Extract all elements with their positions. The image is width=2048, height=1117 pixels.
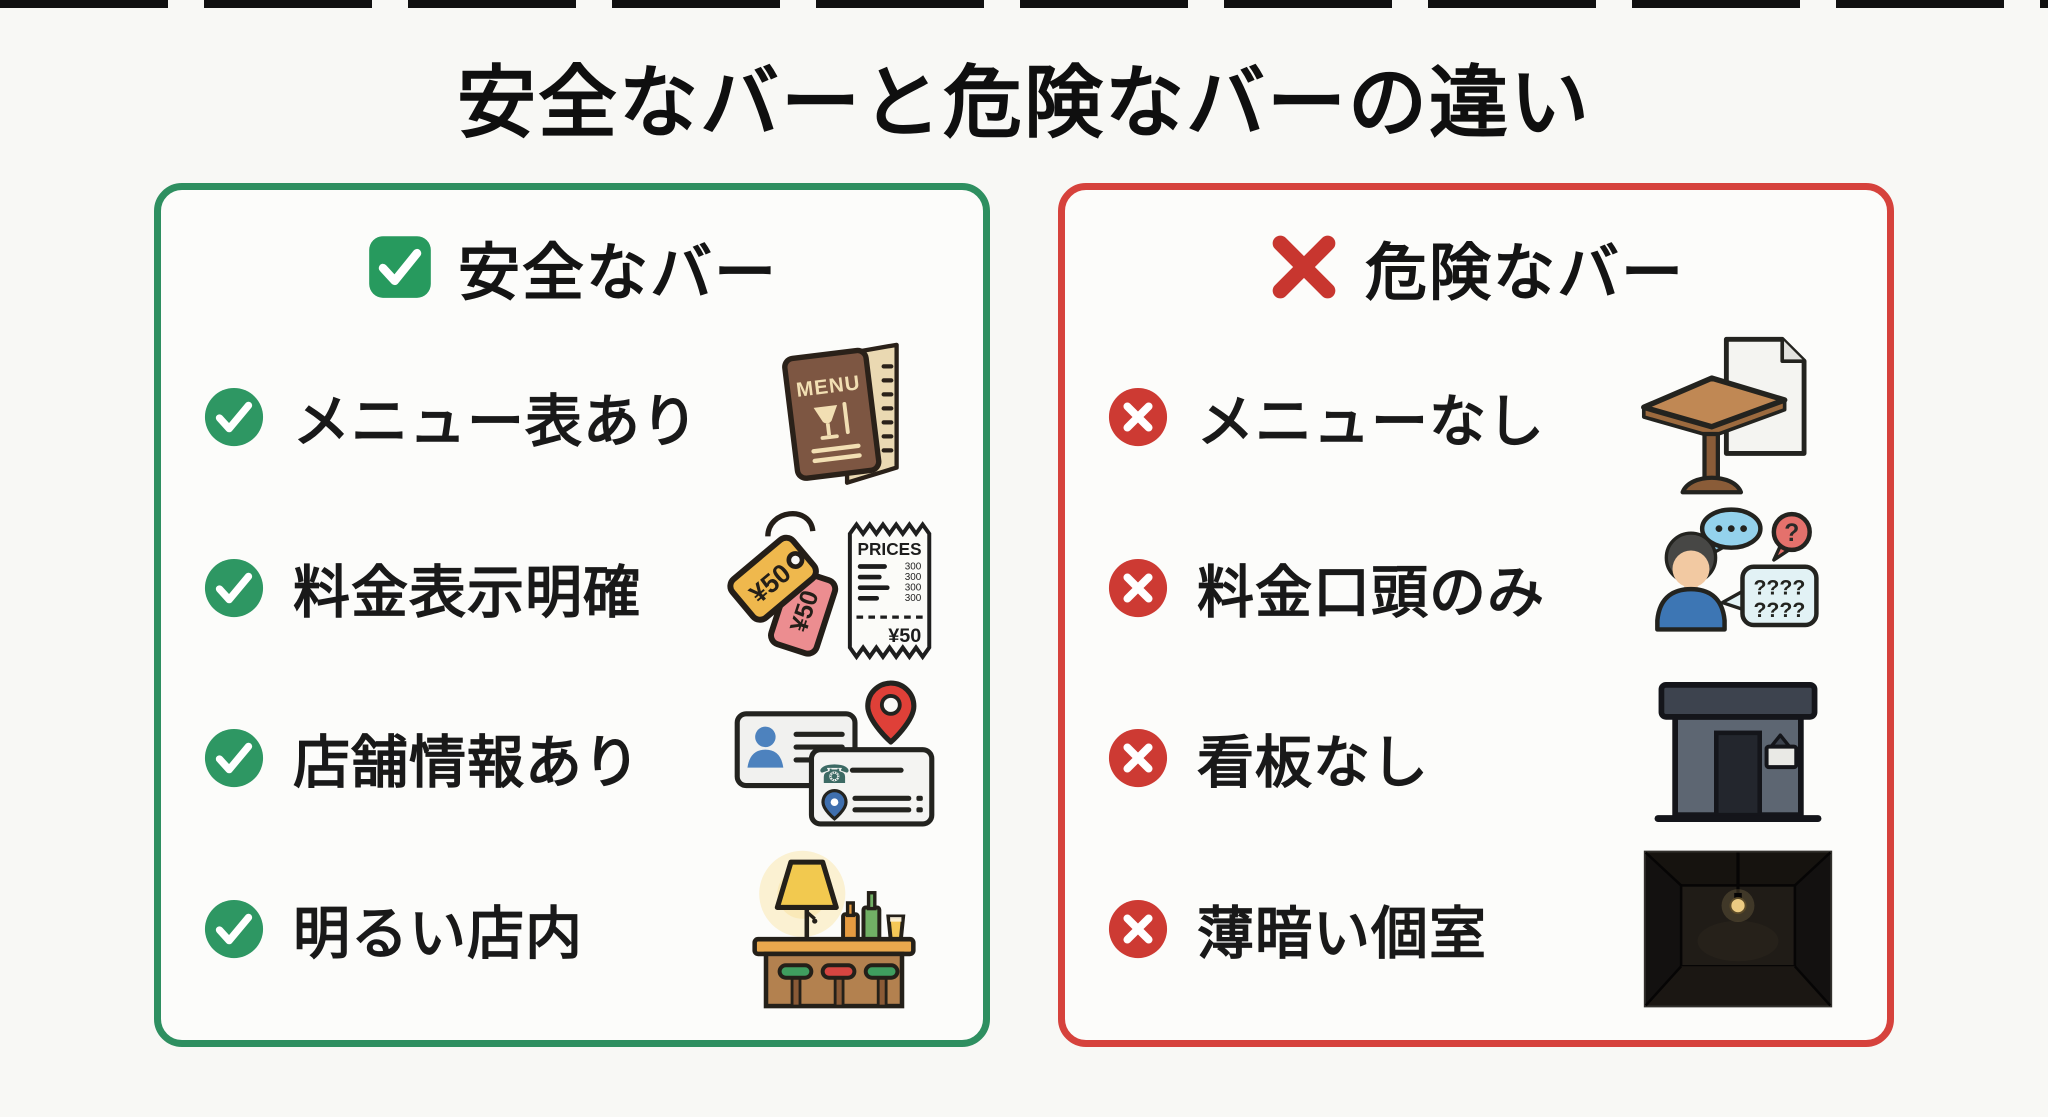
unknown-price-text: ???? (1753, 575, 1805, 599)
receipt-amount-text: 300 (905, 582, 922, 593)
danger-panel-rows: メニューなし 料金口頭のみ (1065, 326, 1887, 1040)
danger-item-menu: メニューなし (1107, 332, 1857, 503)
unknown-price-text: ???? (1753, 598, 1805, 622)
menu-book-icon: MENU (727, 336, 965, 498)
danger-item-label: 薄暗い個室 (1197, 901, 1487, 966)
cross-circle-icon (1108, 899, 1168, 958)
receipt-total-text: ¥50 (888, 625, 921, 647)
safe-item-label: 明るい店内 (293, 901, 583, 966)
danger-bar-panel: 危険なバー メニューなし (1058, 183, 1894, 1047)
cross-circle-icon (1108, 388, 1168, 447)
dark-private-room-icon (1619, 850, 1857, 1008)
verbal-only-person-icon: ? ???? ???? (1619, 504, 1857, 672)
shop-info-cards-icon: ☎ (715, 678, 953, 838)
danger-item-dark-room: 薄暗い個室 (1107, 844, 1857, 1015)
danger-item-label: 看板なし (1197, 731, 1429, 796)
cross-circle-icon (1108, 558, 1168, 617)
danger-item-no-sign: 看板なし (1107, 673, 1857, 844)
bright-bar-counter-icon (715, 844, 953, 1014)
check-circle-icon (204, 729, 264, 788)
safe-item-menu: メニュー表あり MENU (203, 332, 953, 503)
receipt-amount-text: 300 (905, 593, 922, 604)
safe-item-label: 店舗情報あり (293, 731, 641, 796)
question-bubble-text: ? (1784, 520, 1799, 547)
safe-item-prices: 料金表示明確 PRICES 300 300 300 300 (203, 503, 953, 674)
danger-panel-title: 危険なバー (1364, 239, 1685, 308)
check-circle-icon (204, 899, 264, 958)
danger-panel-header: 危険なバー (1065, 190, 1887, 326)
receipt-title-text: PRICES (858, 539, 922, 559)
page-title: 安全なバーと危険なバーの違い (457, 58, 1591, 147)
safe-bar-panel: 安全なバー メニュー表あり (154, 183, 990, 1047)
price-tags-receipt-icon: PRICES 300 300 300 300 ¥50 (715, 502, 953, 674)
check-circle-icon (204, 558, 264, 617)
receipt-amount-text: 300 (905, 561, 922, 572)
safe-item-info: 店舗情報あり ☎ (203, 673, 953, 844)
danger-item-label: 料金口頭のみ (1197, 560, 1545, 625)
phone-glyph: ☎ (818, 761, 850, 789)
cross-circle-icon (1108, 729, 1168, 788)
empty-table-paper-icon (1619, 332, 1857, 502)
safe-item-label: 料金表示明確 (293, 560, 641, 625)
no-sign-storefront-icon (1619, 678, 1857, 838)
safe-item-bright: 明るい店内 (203, 844, 953, 1015)
x-mark-icon (1272, 235, 1336, 299)
safe-item-label: メニュー表あり (293, 390, 699, 455)
top-edge-artifact (0, 0, 2048, 8)
receipt-amount-text: 300 (905, 572, 922, 583)
check-square-icon (369, 236, 431, 298)
check-circle-icon (204, 388, 264, 447)
danger-item-label: メニューなし (1197, 390, 1545, 455)
safe-panel-rows: メニュー表あり MENU (161, 326, 983, 1040)
safe-panel-header: 安全なバー (161, 190, 983, 326)
safe-panel-title: 安全なバー (457, 239, 778, 308)
danger-item-verbal-price: 料金口頭のみ ? ???? ???? (1107, 503, 1857, 674)
